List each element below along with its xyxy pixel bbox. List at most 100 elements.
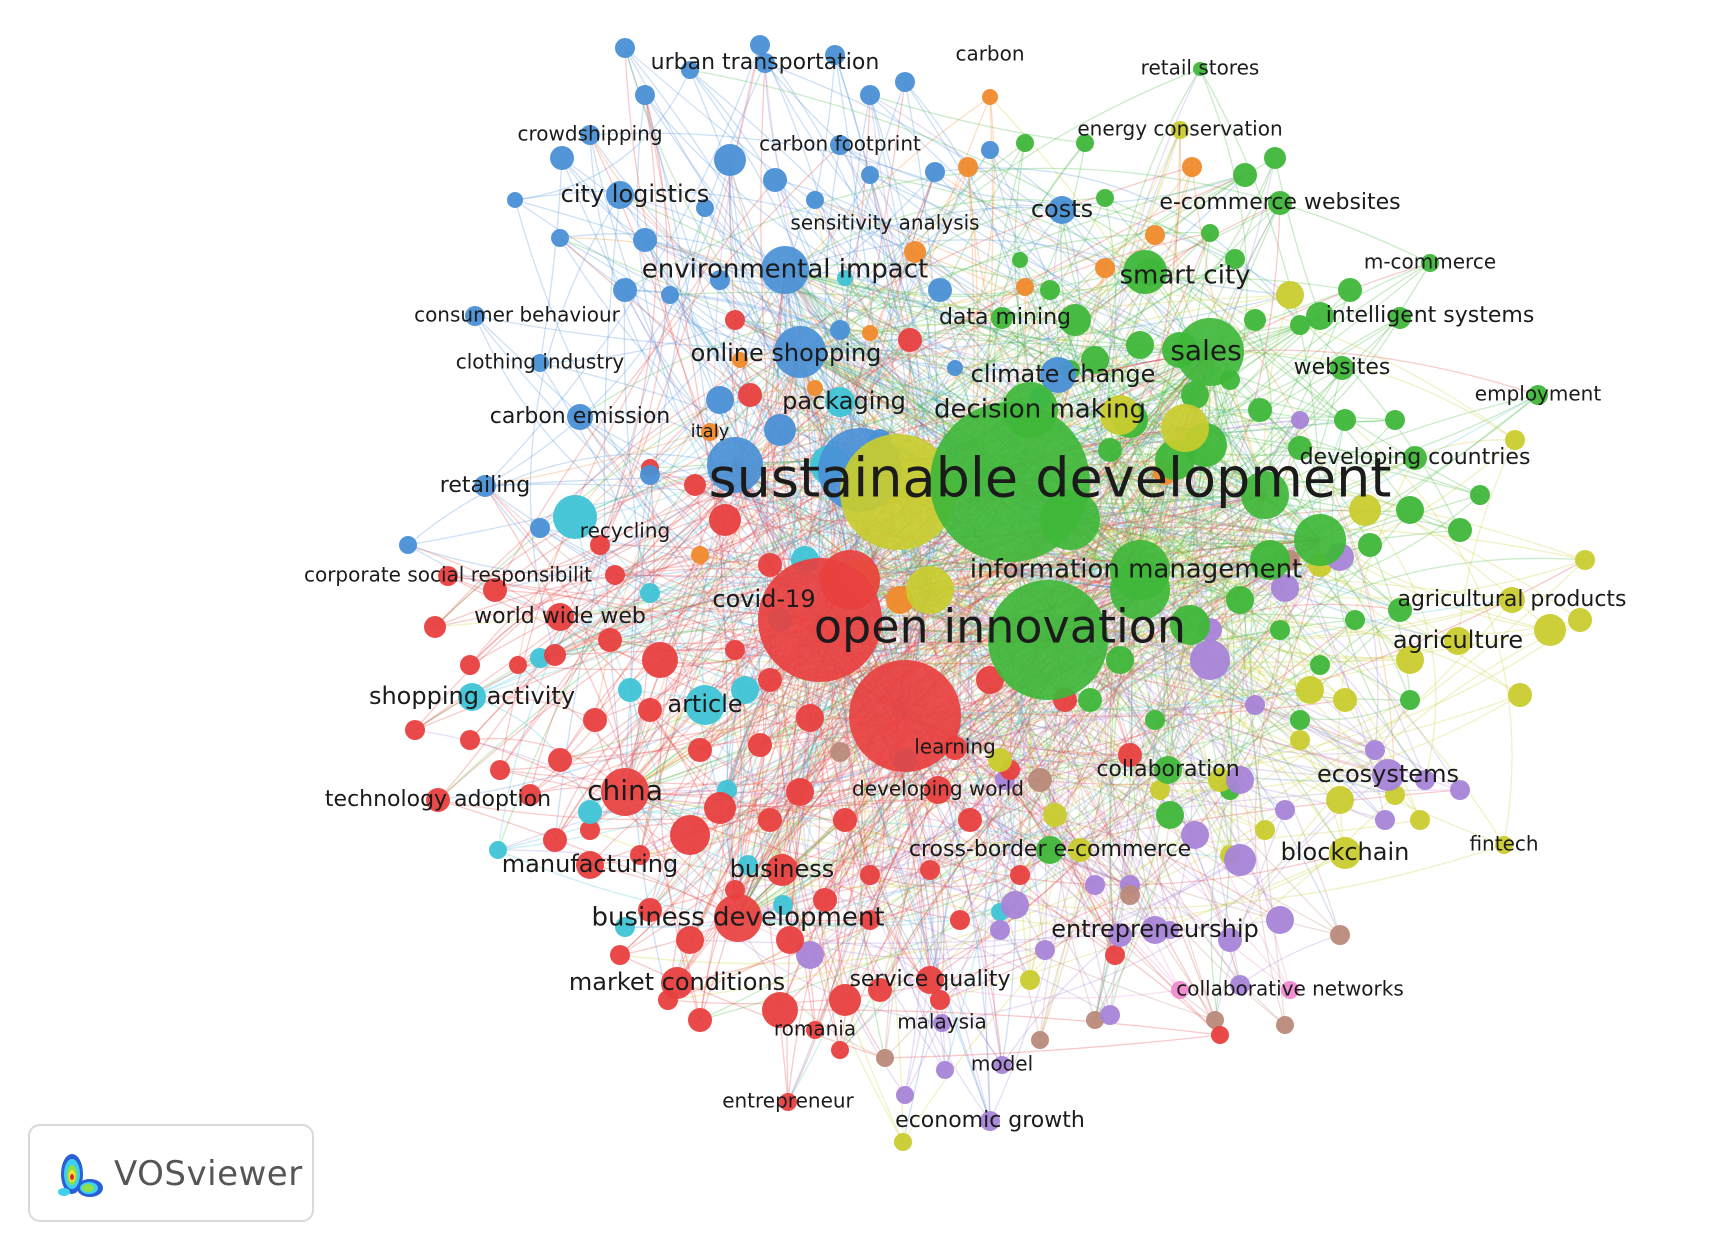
network-node[interactable] xyxy=(1389,307,1411,329)
node-economic-growth[interactable] xyxy=(980,1111,1000,1131)
label-retail-stores[interactable]: retail stores xyxy=(1141,56,1260,80)
network-node[interactable] xyxy=(460,655,480,675)
node-agriculture[interactable] xyxy=(1444,627,1472,655)
node-entrepreneur[interactable] xyxy=(779,1093,797,1111)
network-node[interactable] xyxy=(618,678,642,702)
label-covid-19[interactable]: covid-19 xyxy=(712,585,815,613)
network-node[interactable] xyxy=(610,945,630,965)
network-node[interactable] xyxy=(936,1061,954,1079)
network-node[interactable] xyxy=(738,855,758,875)
network-node[interactable] xyxy=(976,666,1004,694)
network-node[interactable] xyxy=(1156,801,1184,829)
node-packaging[interactable] xyxy=(825,387,855,417)
network-node[interactable] xyxy=(704,792,736,824)
network-node[interactable] xyxy=(1255,820,1275,840)
network-node[interactable] xyxy=(750,35,770,55)
network-node[interactable] xyxy=(1145,710,1165,730)
network-node[interactable] xyxy=(1375,810,1395,830)
node-carbon-emission[interactable] xyxy=(567,404,593,430)
network-node[interactable] xyxy=(642,642,678,678)
network-node[interactable] xyxy=(1338,278,1362,302)
network-node[interactable] xyxy=(1145,225,1165,245)
network-node[interactable] xyxy=(1334,409,1356,431)
network-node[interactable] xyxy=(483,578,507,602)
network-node[interactable] xyxy=(925,162,945,182)
network-node[interactable] xyxy=(895,72,915,92)
network-node[interactable] xyxy=(1290,710,1310,730)
network-node[interactable] xyxy=(1043,803,1067,827)
network-node[interactable] xyxy=(786,778,814,806)
network-node[interactable] xyxy=(837,270,853,286)
node-ecosystems[interactable] xyxy=(1372,759,1404,791)
network-node[interactable] xyxy=(1035,940,1055,960)
network-node[interactable] xyxy=(738,383,762,407)
network-node[interactable] xyxy=(635,85,655,105)
network-node[interactable] xyxy=(615,38,635,58)
label-cross-border-e-commerce[interactable]: cross-border e-commerce xyxy=(909,837,1191,862)
network-node[interactable] xyxy=(405,720,425,740)
network-node[interactable] xyxy=(807,380,823,396)
network-node[interactable] xyxy=(590,535,610,555)
network-node[interactable] xyxy=(725,310,745,330)
network-node[interactable] xyxy=(1105,945,1125,965)
network-node[interactable] xyxy=(825,45,845,65)
network-node[interactable] xyxy=(1244,309,1266,331)
network-node[interactable] xyxy=(958,157,978,177)
network-node[interactable] xyxy=(1358,533,1382,557)
network-node[interactable] xyxy=(833,808,857,832)
network-node[interactable] xyxy=(1224,844,1256,876)
node-retailing[interactable] xyxy=(474,475,496,497)
node-sales[interactable] xyxy=(1176,318,1244,386)
network-node[interactable] xyxy=(796,941,824,969)
label-world-wide-web[interactable]: world wide web xyxy=(474,604,646,629)
network-node[interactable] xyxy=(583,708,607,732)
node-carbon-footprint[interactable] xyxy=(830,135,850,155)
network-node[interactable] xyxy=(1294,514,1346,566)
network-node[interactable] xyxy=(764,414,796,446)
network-node[interactable] xyxy=(860,865,880,885)
node-costs[interactable] xyxy=(1048,196,1076,224)
node-recycling[interactable] xyxy=(553,495,597,539)
network-node[interactable] xyxy=(950,910,970,930)
node-employment[interactable] xyxy=(1528,385,1548,405)
network-node[interactable] xyxy=(684,474,706,496)
label-costs[interactable]: costs xyxy=(1031,195,1093,223)
network-node[interactable] xyxy=(551,229,569,247)
network-node[interactable] xyxy=(489,841,507,859)
network-node[interactable] xyxy=(640,465,660,485)
network-node[interactable] xyxy=(1288,436,1312,460)
network-node[interactable] xyxy=(1012,252,1028,268)
network-node[interactable] xyxy=(862,325,878,341)
network-node[interactable] xyxy=(1100,1005,1120,1025)
network-node[interactable] xyxy=(758,808,782,832)
network-node[interactable] xyxy=(1095,258,1115,278)
label-employment[interactable]: employment xyxy=(1475,382,1602,406)
network-node[interactable] xyxy=(1226,766,1254,794)
network-node[interactable] xyxy=(1396,496,1424,524)
label-e-commerce-websites[interactable]: e-commerce websites xyxy=(1159,190,1400,215)
network-node[interactable] xyxy=(714,144,746,176)
label-environmental-impact[interactable]: environmental impact xyxy=(642,255,928,285)
label-fintech[interactable]: fintech xyxy=(1469,832,1538,856)
network-node[interactable] xyxy=(1568,608,1592,632)
network-node[interactable] xyxy=(1250,540,1290,580)
network-node[interactable] xyxy=(1248,398,1272,422)
network-node[interactable] xyxy=(1264,147,1286,169)
network-node[interactable] xyxy=(868,978,892,1002)
label-technology-adoption[interactable]: technology adoption xyxy=(325,787,551,812)
label-online-shopping[interactable]: online shopping xyxy=(691,339,882,367)
network-node[interactable] xyxy=(706,386,734,414)
network-node[interactable] xyxy=(399,536,417,554)
network-node[interactable] xyxy=(1275,800,1295,820)
node-manufacturing[interactable] xyxy=(576,851,604,879)
label-economic-growth[interactable]: economic growth xyxy=(895,1108,1085,1133)
network-node[interactable] xyxy=(1400,690,1420,710)
label-shopping-activity[interactable]: shopping activity xyxy=(369,682,575,710)
network-node[interactable] xyxy=(1076,134,1094,152)
label-recycling[interactable]: recycling xyxy=(580,519,670,543)
network-node[interactable] xyxy=(758,668,782,692)
label-learning[interactable]: learning xyxy=(914,735,996,759)
label-carbon-footprint[interactable]: carbon footprint xyxy=(759,132,921,156)
network-node[interactable] xyxy=(1118,743,1142,767)
network-node[interactable] xyxy=(1448,518,1472,542)
